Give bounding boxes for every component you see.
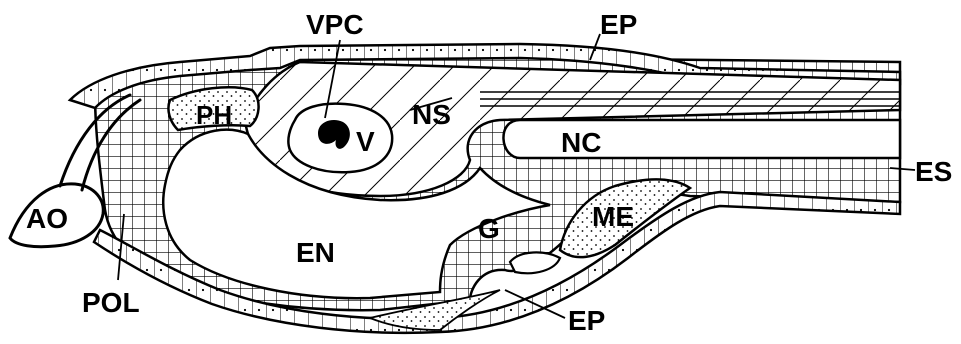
label-me: ME [592, 201, 634, 232]
label-pol: POL [82, 287, 140, 318]
label-v: V [356, 126, 375, 157]
label-ep-bottom: EP [568, 305, 605, 336]
label-en: EN [296, 237, 335, 268]
label-ph: PH [196, 100, 232, 130]
label-ao: AO [26, 203, 68, 234]
label-nc: NC [561, 127, 601, 158]
label-ns: NS [412, 99, 451, 130]
ventral-small-cavity [510, 252, 560, 273]
label-g: G [478, 213, 500, 244]
label-ep-top: EP [600, 9, 637, 40]
label-es: ES [915, 156, 952, 187]
label-vpc: VPC [306, 9, 364, 40]
